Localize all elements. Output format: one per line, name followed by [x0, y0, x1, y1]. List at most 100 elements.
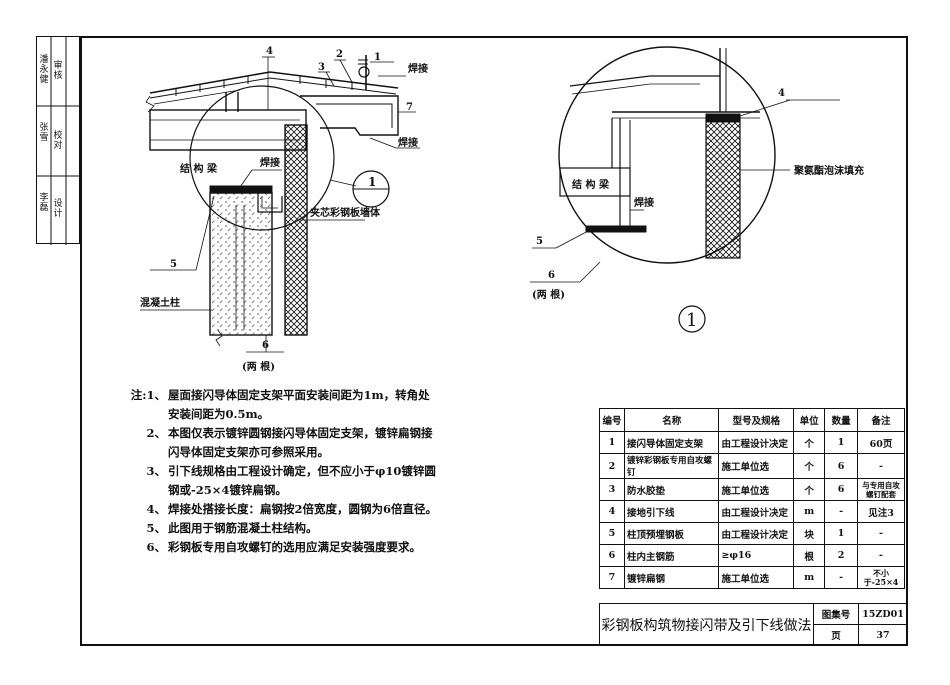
notes-head: 注:: [130, 388, 147, 402]
cell-remark: 60页: [857, 431, 905, 454]
left-callout-number: 1: [368, 175, 376, 189]
cell-spec: 施工单位选: [718, 478, 795, 501]
note-4-text: 焊接处搭接长度：扁钢按2倍宽度，圆钢为6倍直径。: [168, 502, 438, 516]
table-row: 4 接地引下线 由工程设计决定 m - 见注3: [599, 500, 905, 523]
left-section-detail: [140, 55, 420, 353]
note-2: 2、 本图仅表示镀锌圆钢接闪导体固定支架，镀锌扁钢接闪导体固定支架亦可参照采用。: [108, 424, 438, 462]
note-5: 5、 此图用于钢筋混凝土柱结构。: [108, 519, 438, 538]
col-header-remark: 备注: [857, 408, 905, 432]
drawing-frame: [80, 36, 908, 646]
sign-name-2: 张雪: [39, 123, 49, 143]
left-label-1: 1: [374, 52, 381, 63]
drawing-title: 彩钢板构筑物接闪带及引下线做法: [599, 603, 814, 646]
cell-unit: m: [793, 566, 826, 589]
col-header-qty: 数量: [824, 408, 859, 432]
right-label-6: 6: [548, 270, 555, 281]
table-row: 1 接闪导体固定支架 由工程设计决定 个 1 60页: [599, 431, 905, 454]
cell-unit: 块: [793, 522, 826, 545]
page-label: 页: [813, 624, 859, 646]
cell-spec: 施工单位选: [718, 453, 795, 479]
note-6-num: 6、: [146, 540, 166, 554]
table-row: 7 镀锌扁钢 施工单位选 m - 不小于-25×4: [599, 566, 905, 589]
notes-block: 注:1、 屋面接闪导体固定支架平面安装间距为1m，转角处安装间距为0.5m。 2…: [108, 386, 438, 557]
signature-grid: [37, 37, 81, 245]
cell-qty: 6: [824, 453, 859, 479]
cell-name: 防水胶垫: [623, 478, 720, 501]
cell-spec: 施工单位选: [718, 566, 795, 589]
table-row: 6 柱内主钢筋 ≥φ16 根 2 -: [599, 544, 905, 567]
right-label-weld: 焊接: [634, 196, 654, 209]
cell-name: 柱顶预埋钢板: [623, 522, 720, 545]
note-2-num: 2、: [146, 426, 166, 440]
left-label-wall: 夹芯彩钢板墙体: [310, 206, 381, 219]
role-label-3: 设计: [53, 199, 63, 219]
cell-qty: -: [824, 500, 859, 523]
sign-name-1: 潘永健: [39, 55, 49, 85]
cell-spec: 由工程设计决定: [718, 522, 795, 545]
cell-no: 1: [599, 431, 625, 454]
note-3-text: 引下线规格由工程设计确定，但不应小于φ10镀锌圆钢或-25×4镀锌扁钢。: [168, 464, 436, 497]
cell-unit: 个: [793, 431, 826, 454]
table-header-row: 编号 名称 型号及规格 单位 数量 备注: [599, 408, 905, 432]
cell-qty: 1: [824, 431, 859, 454]
cell-unit: 个: [793, 478, 826, 501]
cell-spec: 由工程设计决定: [718, 431, 795, 454]
note-3-num: 3、: [146, 464, 166, 478]
cell-remark: 见注3: [857, 500, 905, 523]
left-label-both: (两 根): [242, 360, 275, 373]
left-label-weld-top: 焊接: [408, 62, 428, 75]
note-3: 3、 引下线规格由工程设计确定，但不应小于φ10镀锌圆钢或-25×4镀锌扁钢。: [108, 462, 438, 500]
cell-remark: -: [857, 453, 905, 479]
page-number: 37: [858, 624, 908, 646]
parts-table: 编号 名称 型号及规格 单位 数量 备注 1 接闪导体固定支架 由工程设计决定 …: [599, 408, 905, 589]
note-4-num: 4、: [146, 502, 166, 516]
left-label-3: 3: [318, 62, 325, 73]
note-6-text: 彩钢板专用自攻螺钉的选用应满足安装强度要求。: [168, 540, 421, 554]
note-5-num: 5、: [146, 521, 166, 535]
sign-name-3: 李磊: [39, 193, 49, 213]
atlas-number: 15ZD01: [858, 603, 908, 625]
left-label-6: 6: [262, 340, 269, 351]
cell-remark: 与专用自攻螺钉配套: [857, 478, 905, 501]
cell-name: 镀锌彩钢板专用自攻螺钉: [623, 453, 720, 479]
note-1-num: 注:1、: [108, 386, 168, 424]
note-1: 注:1、 屋面接闪导体固定支架平面安装间距为1m，转角处安装间距为0.5m。: [108, 386, 438, 424]
cell-unit: 个: [793, 453, 826, 479]
cell-name: 接闪导体固定支架: [623, 431, 720, 454]
right-label-foam: 聚氨酯泡沫填充: [793, 164, 864, 177]
col-header-no: 编号: [599, 408, 625, 432]
note-4: 4、 焊接处搭接长度：扁钢按2倍宽度，圆钢为6倍直径。: [108, 500, 438, 519]
right-label-4: 4: [778, 88, 785, 99]
left-label-weld-right: 焊接: [398, 136, 418, 149]
title-block: 彩钢板构筑物接闪带及引下线做法 图集号 15ZD01 页 37: [599, 603, 908, 646]
atlas-label: 图集号: [813, 603, 859, 625]
left-label-weld-mid: 焊接: [260, 156, 280, 169]
signature-strip: 潘永健 张雪 李磊 审核 校对 设计: [36, 36, 81, 245]
left-detail-labels: 4 2 3 1 焊接 7 焊接 结 构 梁 焊接 1 夹芯彩钢板墙体 5 混凝土…: [140, 46, 428, 373]
left-label-2: 2: [336, 49, 343, 60]
right-label-beam: 结 构 梁: [572, 178, 610, 191]
cell-no: 6: [599, 544, 625, 567]
table-row: 3 防水胶垫 施工单位选 个 6 与专用自攻螺钉配套: [599, 478, 905, 501]
cell-qty: 2: [824, 544, 859, 567]
left-label-7: 7: [406, 102, 413, 113]
cell-no: 2: [599, 453, 625, 479]
role-label-1: 审核: [53, 61, 63, 81]
cell-no: 3: [599, 478, 625, 501]
note-6: 6、 彩钢板专用自攻螺钉的选用应满足安装强度要求。: [108, 538, 438, 557]
right-label-both: (两 根): [532, 288, 565, 301]
cell-unit: 根: [793, 544, 826, 567]
role-label-2: 校对: [53, 131, 63, 151]
left-label-4: 4: [266, 46, 273, 57]
cell-remark: -: [857, 544, 905, 567]
right-detail-id: 1: [686, 310, 697, 331]
cell-no: 4: [599, 500, 625, 523]
cell-name: 镀锌扁钢: [623, 566, 720, 589]
col-header-spec: 型号及规格: [718, 408, 795, 432]
left-label-column: 混凝土柱: [140, 296, 180, 309]
col-header-name: 名称: [623, 408, 720, 432]
cell-no: 7: [599, 566, 625, 589]
cell-name: 接地引下线: [623, 500, 720, 523]
